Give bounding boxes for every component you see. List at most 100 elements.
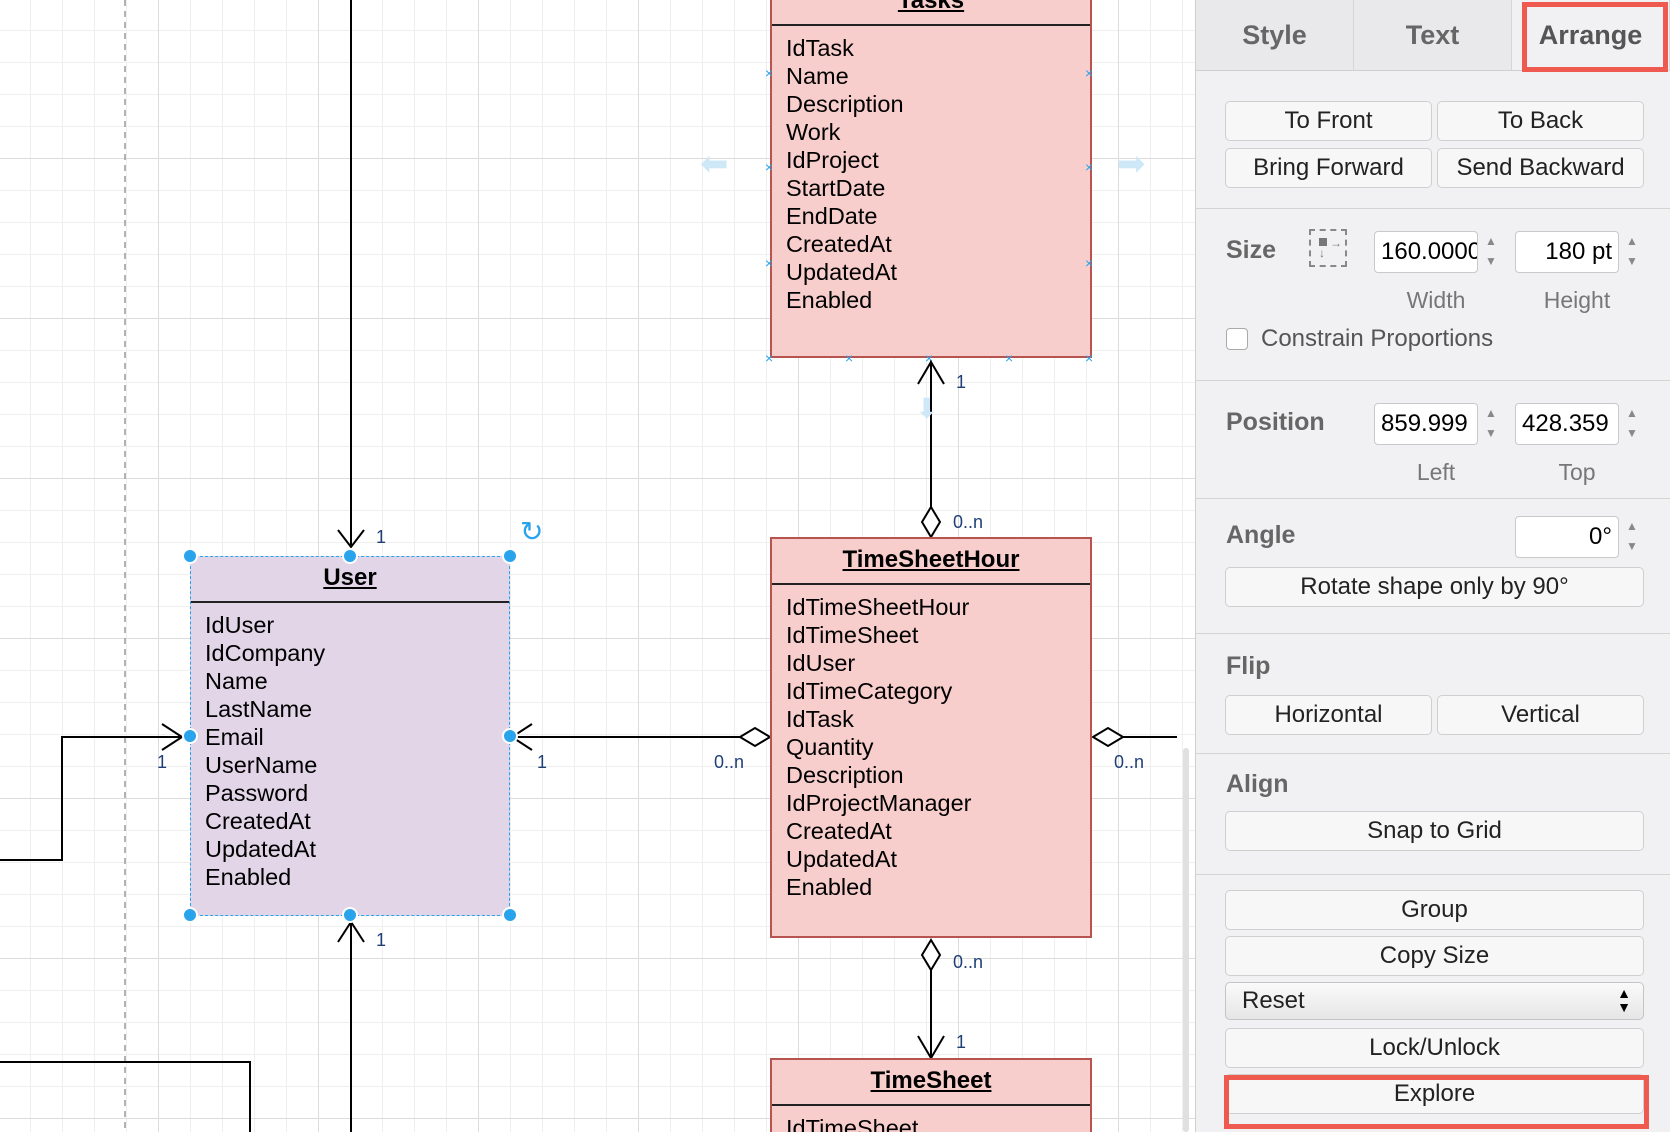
cardinality-label: 1 (157, 752, 168, 772)
hint-arrow-left-icon[interactable]: ⬅ (700, 145, 729, 183)
entity-field: UpdatedAt (786, 846, 898, 872)
section-angle: Angle 0° ▲▼ Rotate shape only by 90° (1196, 499, 1670, 634)
top-input[interactable]: 428.359 (1515, 403, 1619, 445)
connection-point-icon[interactable]: × (1085, 159, 1094, 175)
connection-point-icon[interactable]: × (845, 350, 854, 366)
connection-point-icon[interactable]: × (1085, 65, 1094, 81)
reset-select[interactable]: Reset ▲▼ (1225, 982, 1644, 1020)
entity-field: IdTask (786, 35, 854, 61)
connection-point-icon[interactable]: × (1005, 350, 1014, 366)
panel-tabs: Style Text Arrange (1196, 0, 1670, 71)
resize-handle-se[interactable] (502, 907, 518, 923)
height-input[interactable]: 180 pt (1515, 231, 1619, 273)
section-position: Position 859.999 ▲▼ 428.359 ▲▼ Left Top (1196, 381, 1670, 499)
top-stepper[interactable]: ▲▼ (1626, 406, 1638, 440)
resize-handle-n[interactable] (342, 548, 358, 564)
entity-field: IdTimeCategory (786, 678, 953, 704)
cardinality-label: 1 (956, 1032, 967, 1052)
section-flip: Flip Horizontal Vertical (1196, 634, 1670, 754)
diamond-tsh-right (1091, 726, 1125, 748)
cardinality-label: 0..n (1114, 752, 1145, 772)
lock-unlock-button[interactable]: Lock/Unlock (1225, 1028, 1644, 1068)
tab-text[interactable]: Text (1354, 0, 1512, 70)
entity-field: StartDate (786, 175, 886, 201)
connector-left-to-user[interactable] (0, 736, 182, 861)
resize-handle-s[interactable] (342, 907, 358, 923)
connection-point-icon[interactable]: × (765, 159, 774, 175)
connection-point-icon[interactable]: × (1085, 255, 1094, 271)
cardinality-label: 1 (376, 930, 387, 950)
cardinality-label: 1 (956, 372, 967, 392)
to-back-button[interactable]: To Back (1437, 101, 1644, 141)
copy-size-button[interactable]: Copy Size (1225, 936, 1644, 976)
connection-point-icon[interactable]: × (765, 255, 774, 271)
tab-style[interactable]: Style (1196, 0, 1354, 70)
hint-arrow-down-icon[interactable]: ⬇ (915, 393, 939, 424)
entity-field: IdTimeSheetHour (786, 594, 970, 620)
select-arrows-icon: ▲▼ (1617, 985, 1631, 1015)
connection-point-icon[interactable]: × (765, 350, 774, 366)
entity-field: UpdatedAt (205, 836, 317, 862)
entity-timesheet[interactable]: TimeSheet IdTimeSheet (770, 1058, 1092, 1132)
entity-title: Tasks (772, 0, 1090, 26)
angle-stepper[interactable]: ▲▼ (1626, 519, 1638, 553)
cardinality-label: 0..n (953, 512, 984, 532)
cardinality-label: 0..n (714, 752, 745, 772)
entity-field: Enabled (786, 874, 873, 900)
width-input[interactable]: 160.0000 (1374, 231, 1478, 273)
bring-forward-button[interactable]: Bring Forward (1225, 148, 1432, 188)
connection-point-icon[interactable]: × (765, 65, 774, 81)
resize-handle-nw[interactable] (182, 548, 198, 564)
connector-layer (0, 0, 1177, 1132)
snap-to-grid-button[interactable]: Snap to Grid (1225, 811, 1644, 851)
explore-button[interactable]: Explore (1225, 1074, 1644, 1114)
connector-bottom-left[interactable] (0, 1061, 251, 1132)
tab-arrange[interactable]: Arrange (1512, 0, 1670, 70)
width-stepper[interactable]: ▲▼ (1485, 234, 1497, 268)
flip-vertical-button[interactable]: Vertical (1437, 695, 1644, 735)
resize-handle-e[interactable] (502, 728, 518, 744)
connection-point-icon[interactable]: × (925, 350, 934, 366)
crow-foot-user-top (337, 529, 365, 549)
top-caption: Top (1558, 459, 1596, 485)
entity-field: IdTimeSheet (786, 1115, 919, 1132)
rotate-handle-icon[interactable]: ↻ (520, 516, 544, 547)
section-misc: Group Copy Size Reset ▲▼ Lock/Unlock Exp… (1196, 875, 1670, 1115)
entity-field: UserName (205, 752, 318, 778)
resize-handle-sw[interactable] (182, 907, 198, 923)
entity-field: LastName (205, 696, 313, 722)
left-input[interactable]: 859.999 (1374, 403, 1478, 445)
entity-fields: IdTimeSheet (772, 1106, 1090, 1132)
entity-field: Description (786, 91, 904, 117)
connection-point-icon[interactable]: × (1085, 350, 1094, 366)
to-front-button[interactable]: To Front (1225, 101, 1432, 141)
flip-label: Flip (1226, 652, 1271, 680)
constrain-proportions-checkbox[interactable] (1226, 328, 1248, 350)
height-stepper[interactable]: ▲▼ (1626, 234, 1638, 268)
resize-handle-ne[interactable] (502, 548, 518, 564)
group-button[interactable]: Group (1225, 890, 1644, 930)
entity-field: Enabled (205, 864, 292, 890)
rotate-90-button[interactable]: Rotate shape only by 90° (1225, 567, 1644, 607)
entity-field: Quantity (786, 734, 874, 760)
flip-horizontal-button[interactable]: Horizontal (1225, 695, 1432, 735)
vertical-scrollbar[interactable] (1183, 748, 1189, 1132)
entity-field: Name (786, 63, 849, 89)
autosize-icon[interactable]: → ↓ (1309, 229, 1347, 267)
angle-input[interactable]: 0° (1515, 516, 1619, 558)
left-stepper[interactable]: ▲▼ (1485, 406, 1497, 440)
diamond-tsh-bottom (920, 938, 942, 972)
cardinality-label: 1 (537, 752, 548, 772)
send-backward-button[interactable]: Send Backward (1437, 148, 1644, 188)
hint-arrow-right-icon[interactable]: ➡ (1117, 145, 1146, 183)
entity-field: Password (205, 780, 309, 806)
resize-handle-w[interactable] (182, 728, 198, 744)
entity-title: User (191, 557, 509, 603)
entity-field: CreatedAt (786, 818, 892, 844)
